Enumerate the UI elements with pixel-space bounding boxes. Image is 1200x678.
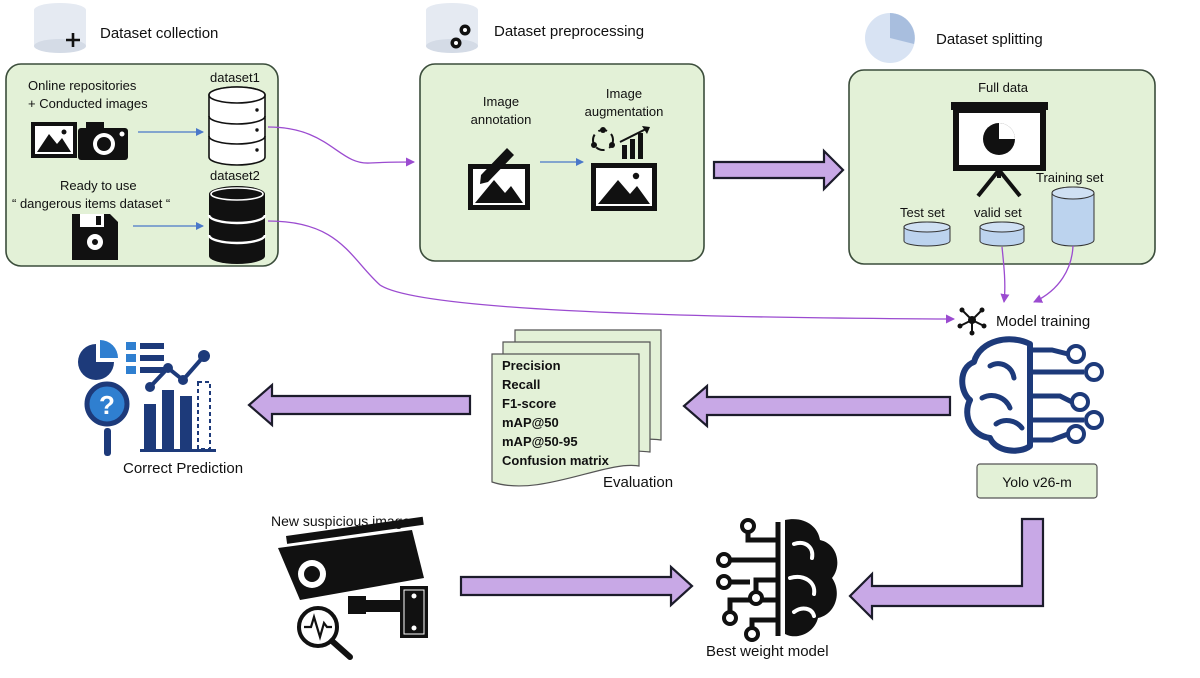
evaluation-label: Evaluation <box>603 474 673 491</box>
section-title-collection: Dataset collection <box>100 25 218 42</box>
source2-line1: Ready to use <box>60 178 137 193</box>
training-set-label: Training set <box>1036 170 1104 185</box>
dataset1-label: dataset1 <box>210 70 260 85</box>
database-gear-icon <box>426 3 478 53</box>
pie-chart-icon <box>865 13 915 63</box>
brain-circuit-icon <box>716 518 838 642</box>
annotation-line1: Image <box>483 94 519 109</box>
presentation-board-icon <box>951 102 1048 198</box>
metric-map50: mAP@50 <box>502 415 559 430</box>
model-training-label: Model training <box>996 313 1090 330</box>
database-icon <box>903 221 951 247</box>
database-icon <box>979 221 1025 247</box>
section-title-splitting: Dataset splitting <box>936 31 1043 48</box>
security-camera-icon <box>278 516 428 660</box>
connector-dataset2-to-training <box>267 220 955 324</box>
ai-brain-icon <box>959 336 1104 454</box>
arrow-model-to-best-weight <box>848 517 1045 621</box>
connector-valid-to-training <box>1000 246 1010 303</box>
model-name: Yolo v26-m <box>1002 474 1072 490</box>
valid-set-label: valid set <box>974 205 1022 220</box>
analytics-search-icon: ? <box>78 340 216 456</box>
section-title-preprocessing: Dataset preprocessing <box>494 23 644 40</box>
augmentation-line1: Image <box>606 86 642 101</box>
evaluation-document-stack <box>491 329 662 487</box>
dataset2-label: dataset2 <box>210 168 260 183</box>
best-weight-label: Best weight model <box>706 643 829 660</box>
metric-confusion-matrix: Confusion matrix <box>502 453 610 468</box>
arrow-training-to-evaluation <box>682 383 952 429</box>
metric-recall: Recall <box>502 377 540 392</box>
database-icon <box>208 86 266 166</box>
source2-line2: “ dangerous items dataset “ <box>12 196 170 211</box>
annotation-line2: annotation <box>471 112 532 127</box>
arrow-evaluation-to-prediction <box>247 382 472 428</box>
full-data-label: Full data <box>978 80 1029 95</box>
model-name-box <box>976 463 1098 499</box>
metric-precision: Precision <box>502 358 561 373</box>
connector-train-to-training <box>1033 245 1074 303</box>
image-augment-icon <box>591 126 657 211</box>
svg-text:?: ? <box>99 390 115 420</box>
database-icon <box>1051 186 1095 247</box>
test-set-label: Test set <box>900 205 945 220</box>
source1-line2: + Conducted images <box>28 96 148 111</box>
image-edit-icon <box>468 148 530 210</box>
database-icon <box>207 186 267 264</box>
metric-f1: F1-score <box>502 396 556 411</box>
network-node-icon <box>957 307 987 336</box>
photo-camera-icon <box>31 122 128 160</box>
connector-dataset1-to-preprocessing <box>267 126 415 167</box>
arrow-preprocessing-to-splitting <box>712 148 845 192</box>
arrow-image-to-best-weight <box>459 564 694 608</box>
source1-line1: Online repositories <box>28 78 137 93</box>
correct-prediction-label: Correct Prediction <box>123 460 243 477</box>
database-plus-icon <box>34 3 86 53</box>
floppy-disk-icon <box>72 214 118 260</box>
metric-map50-95: mAP@50-95 <box>502 434 578 449</box>
augmentation-line2: augmentation <box>585 104 664 119</box>
